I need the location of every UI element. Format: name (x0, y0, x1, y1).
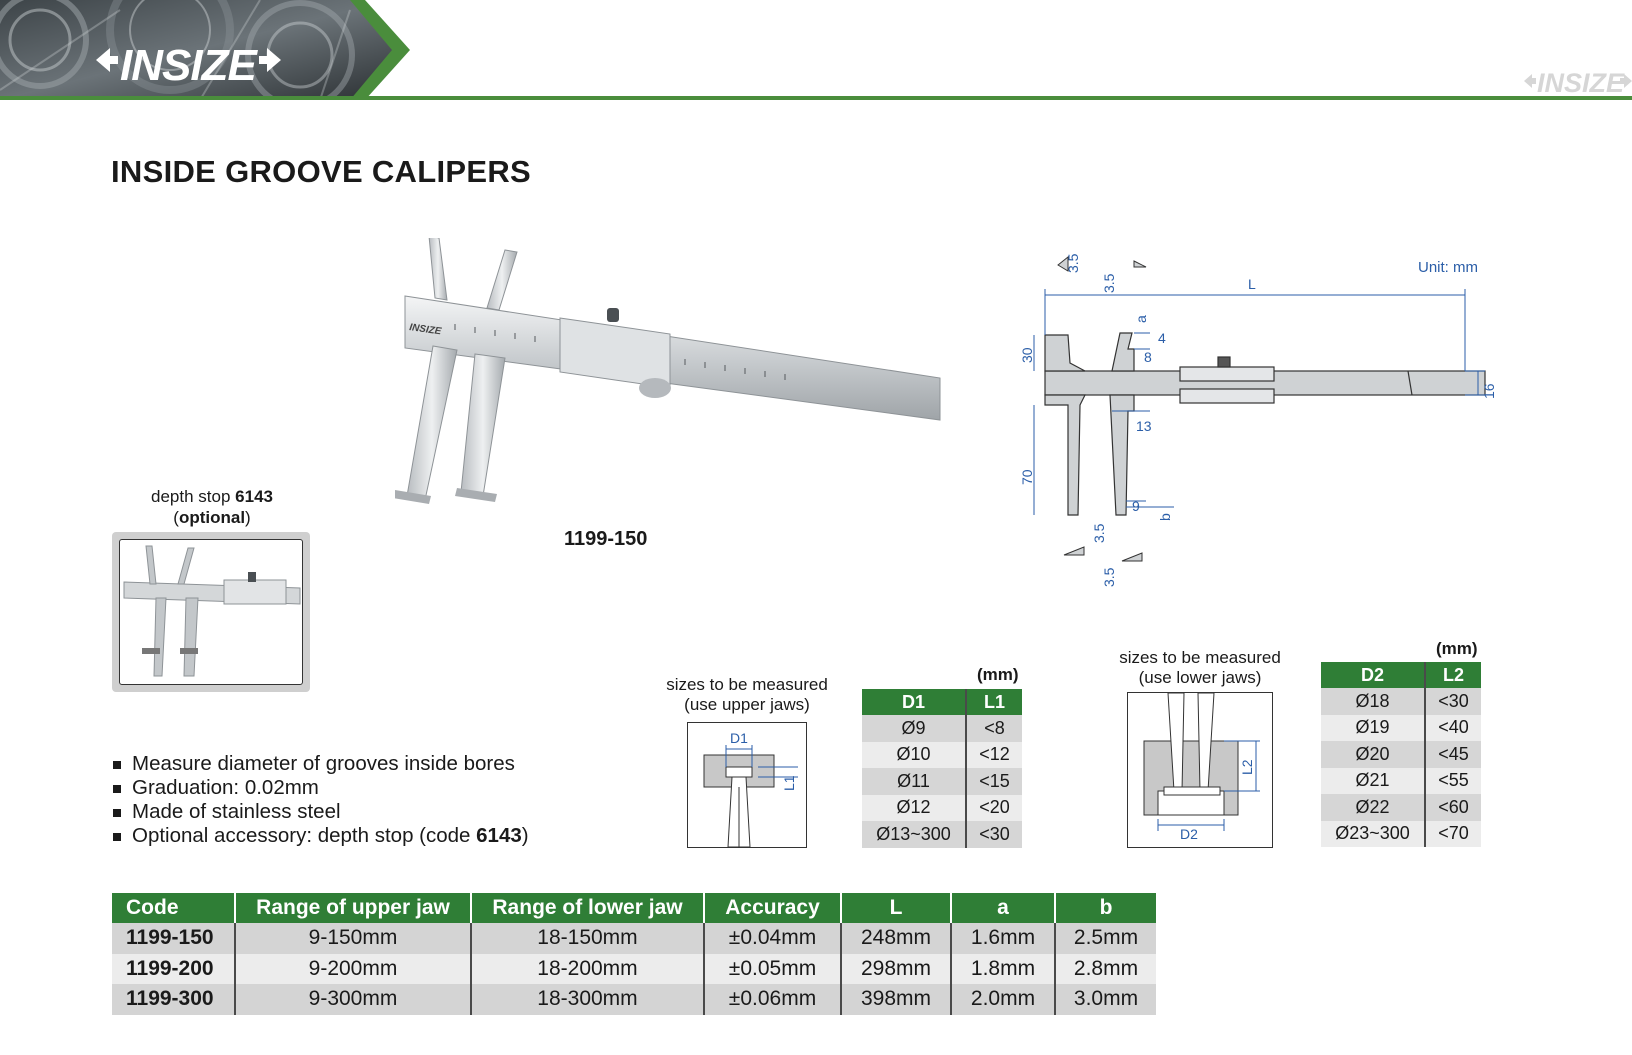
lock-screw-icon (607, 308, 619, 322)
spec-header-code: Code (112, 893, 236, 923)
upper-jaw-header: D1 (862, 689, 967, 715)
accessory-photo (119, 539, 303, 685)
header-divider (0, 96, 1632, 100)
spec-header-l: L (841, 893, 952, 923)
lower-jaw-table: D2 L2 Ø18<30 Ø19<40 Ø20<45 Ø21<55 Ø22<60… (1321, 662, 1481, 847)
table-row: Ø13~300<30 (862, 821, 1022, 848)
dim-thirty: 30 (1019, 347, 1035, 363)
feature-list: Measure diameter of grooves inside bores… (113, 752, 529, 848)
lower-jaw-header: L2 (1425, 662, 1481, 688)
spec-header-b: b (1055, 893, 1156, 923)
table-row: Ø11<15 (862, 768, 1022, 795)
lower-diagram-l-label: L2 (1239, 759, 1255, 775)
watermark-graphic: INSIZE (1524, 68, 1632, 98)
table-row: 1199-200 9-200mm 18-200mm ±0.05mm 298mm … (112, 953, 1156, 984)
header-banner-graphic (0, 0, 410, 100)
lower-jaw-unit: (mm) (1436, 639, 1478, 658)
table-row: Ø20<45 (1321, 741, 1481, 768)
dim-eight: 8 (1144, 349, 1152, 365)
dim-sixteen: 16 (1481, 383, 1497, 399)
upper-jaw-diagram-graphic: D1 L1 (703, 730, 798, 848)
accessory-photo-frame (112, 532, 310, 692)
upper-diagram-d-label: D1 (730, 730, 748, 746)
technical-drawing: 3.5 3.5 L a 4 8 30 13 16 70 9 b 3.5 3.5 (1010, 245, 1510, 590)
unit-note: Unit: mm (1418, 259, 1478, 276)
spec-table: Code Range of upper jaw Range of lower j… (112, 893, 1156, 1015)
table-row: 1199-300 9-300mm 18-300mm ±0.06mm 398mm … (112, 984, 1156, 1015)
feature-item: Made of stainless steel (113, 800, 529, 824)
upper-jaw-caption: sizes to be measured (use upper jaws) (666, 675, 828, 714)
lower-jaw-diagram-graphic: D2 L2 (1143, 692, 1260, 842)
dim-seventy: 70 (1019, 469, 1035, 485)
spec-header-accuracy: Accuracy (704, 893, 842, 923)
scale-brand: INSIZE (409, 322, 443, 337)
dim-a: a (1133, 315, 1149, 323)
watermark-text: INSIZE (1537, 68, 1625, 98)
table-row: Ø18<30 (1321, 688, 1481, 715)
dim-b: b (1157, 513, 1173, 521)
lower-jaw-header: D2 (1321, 662, 1426, 688)
insize-logo: INSIZE (96, 38, 281, 90)
table-row: Ø10<12 (862, 741, 1022, 768)
spec-header-a: a (951, 893, 1056, 923)
brand-text: INSIZE (120, 41, 258, 86)
accessory-caption: depth stop 6143 (optional) (151, 487, 273, 527)
accessory-caption-prefix: depth stop (151, 487, 231, 506)
table-row: Ø9<8 (862, 715, 1022, 742)
caliper-illustration: INSIZE (393, 235, 941, 504)
dim-four: 4 (1158, 330, 1166, 346)
upper-jaw-unit: (mm) (977, 665, 1019, 684)
table-row: Ø22<60 (1321, 794, 1481, 821)
product-photo: INSIZE (393, 235, 955, 528)
spec-header-lower: Range of lower jaw (471, 893, 705, 923)
accessory-code: 6143 (235, 487, 273, 506)
table-row: Ø19<40 (1321, 714, 1481, 741)
upper-diagram-l-label: L1 (781, 775, 797, 791)
upper-jaw-diagram: D1 L1 (687, 722, 807, 848)
upper-jaw-table: D1 L1 Ø9<8 Ø10<12 Ø11<15 Ø12<20 Ø13~300<… (862, 689, 1022, 848)
dim-length: L (1248, 276, 1256, 292)
lower-jaw-diagram: D2 L2 (1127, 692, 1273, 848)
dim-tip-upper-b: 3.5 (1101, 273, 1117, 293)
table-row: Ø12<20 (862, 794, 1022, 821)
lower-diagram-d-label: D2 (1180, 826, 1198, 842)
feature-item: Optional accessory: depth stop (code 614… (113, 824, 529, 848)
insize-logo-graphic: INSIZE (96, 41, 281, 90)
header-banner (0, 0, 410, 100)
table-row: Ø23~300<70 (1321, 820, 1481, 847)
feature-item: Measure diameter of grooves inside bores (113, 752, 529, 776)
dim-thirteen: 13 (1136, 418, 1152, 434)
page-title: INSIDE GROOVE CALIPERS (111, 154, 531, 189)
dimension-drawing: 3.5 3.5 L a 4 8 30 13 16 70 9 b 3.5 3.5 (1019, 253, 1497, 587)
upper-jaw-header: L1 (966, 689, 1022, 715)
dim-tip-lower-b: 3.5 (1101, 567, 1117, 587)
table-row: Ø21<55 (1321, 767, 1481, 794)
accessory-optional: optional (178, 508, 246, 527)
watermark-logo: INSIZE (1524, 66, 1632, 98)
dim-nine: 9 (1132, 498, 1140, 514)
feature-item: Graduation: 0.02mm (113, 776, 529, 800)
lower-jaw-caption: sizes to be measured (use lower jaws) (1119, 648, 1281, 687)
spec-header-upper: Range of upper jaw (235, 893, 472, 923)
depth-stop-illustration (123, 545, 301, 677)
table-row: 1199-150 9-150mm 18-150mm ±0.04mm 248mm … (112, 923, 1156, 954)
product-photo-caption: 1199-150 (564, 528, 648, 550)
dim-tip-lower-a: 3.5 (1091, 523, 1107, 543)
dim-tip-upper-a: 3.5 (1065, 253, 1081, 273)
